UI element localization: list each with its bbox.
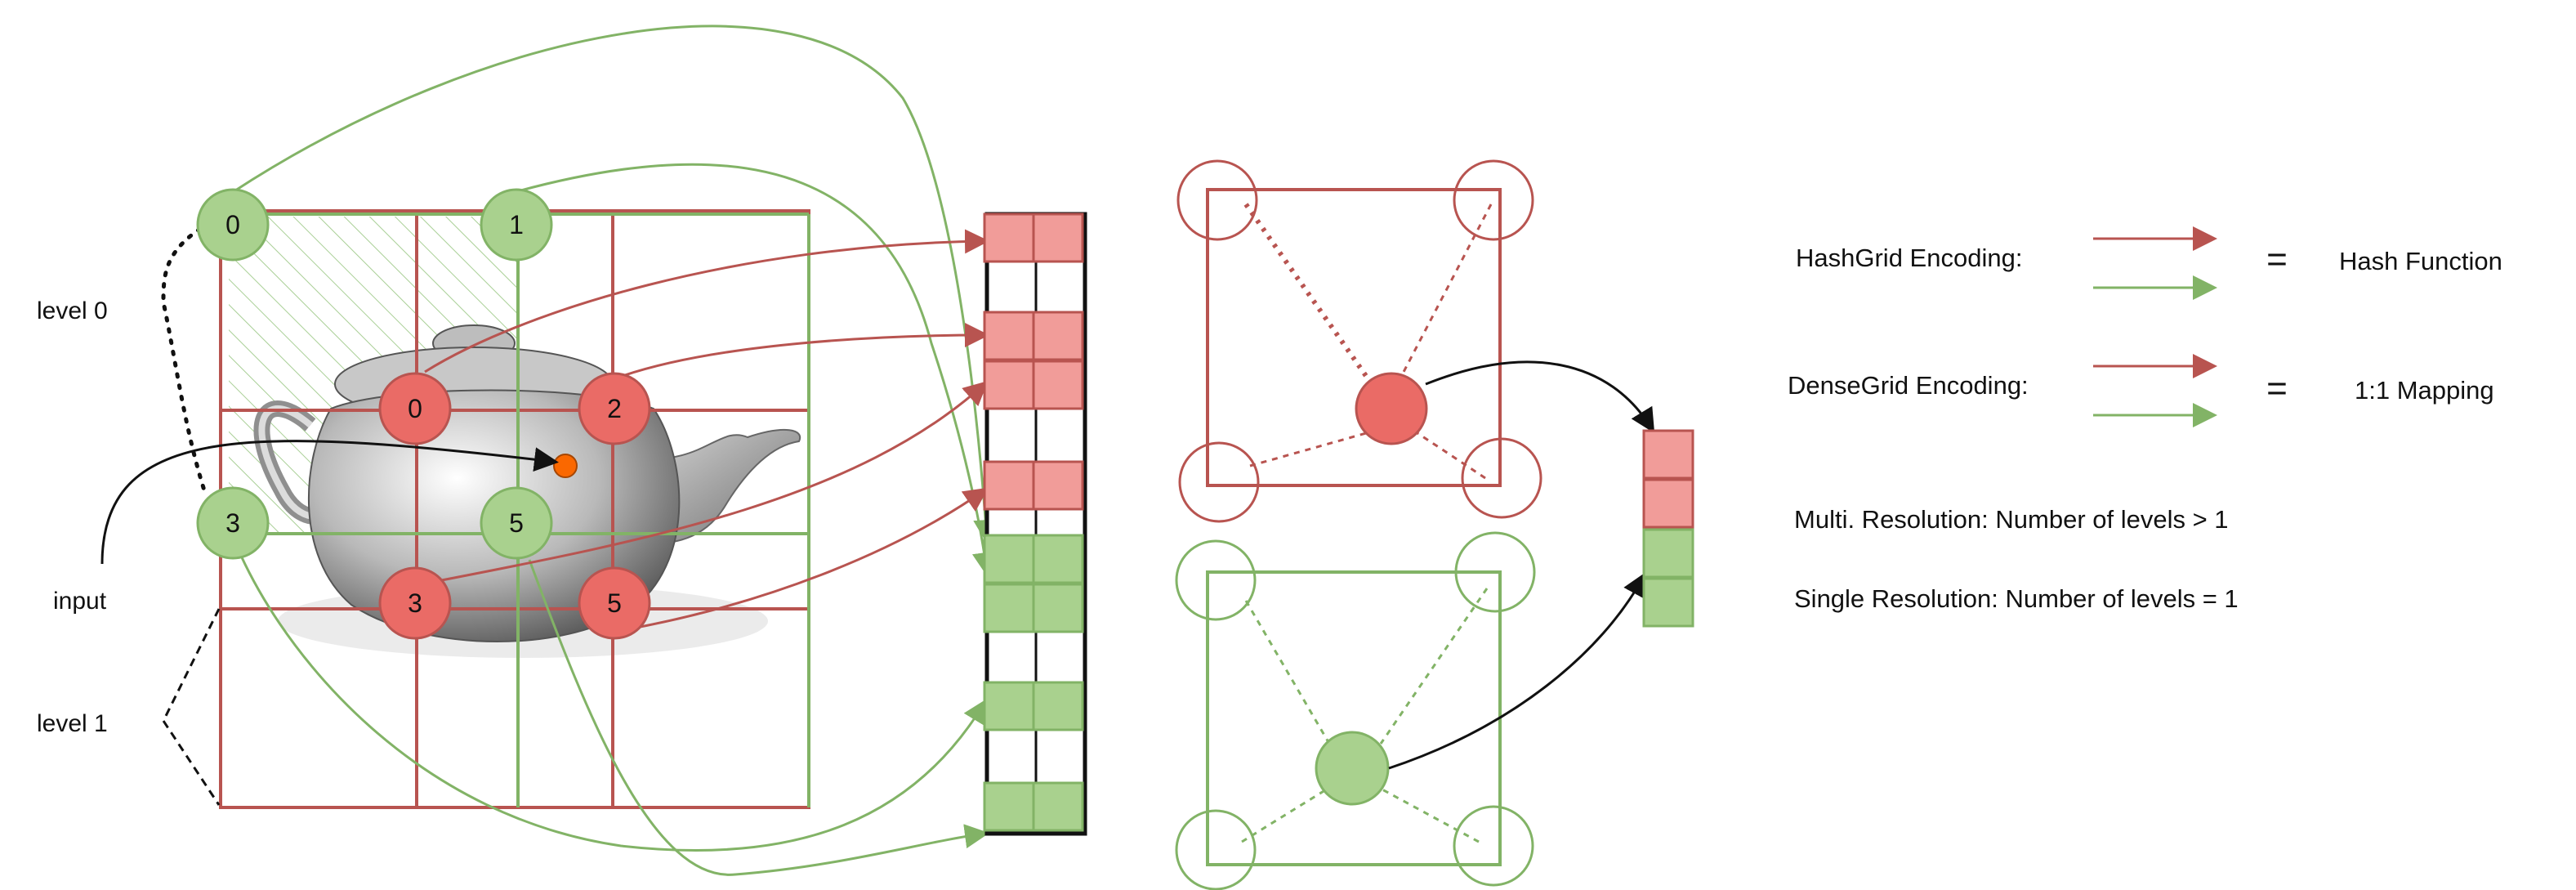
red-node-2: 2: [578, 372, 651, 445]
red-node-3: 3: [378, 566, 452, 640]
level-labels: level 0 level 1 input: [37, 226, 559, 806]
svg-text:5: 5: [607, 588, 622, 618]
feature-table: [983, 212, 1087, 836]
red-arrows: [424, 229, 989, 631]
svg-text:2: 2: [607, 394, 622, 423]
green-node-3: 3: [196, 486, 270, 560]
interp-green-center: [1315, 731, 1390, 806]
multi-resolution-note: Multi. Resolution: Number of levels > 1: [1794, 505, 2229, 534]
red-node-5: 5: [578, 566, 651, 640]
level1-nodes: 0 2 3 5: [378, 372, 651, 640]
densegrid-label: DenseGrid Encoding:: [1788, 371, 2029, 400]
output-arrows: [1388, 360, 1655, 770]
hashgrid-label: HashGrid Encoding:: [1796, 244, 2022, 272]
green-node-1: 1: [480, 188, 553, 262]
input-label: input: [53, 588, 107, 615]
hashgrid-result: Hash Function: [2339, 247, 2502, 275]
svg-text:0: 0: [408, 394, 422, 423]
level0-label: level 0: [37, 297, 108, 324]
level0-nodes: 0 1 3 5: [196, 188, 553, 560]
svg-text:5: 5: [509, 508, 524, 538]
query-point-icon: [553, 454, 578, 478]
interp-green: [1175, 531, 1536, 890]
densegrid-equals: =: [2266, 369, 2288, 409]
legend: HashGrid Encoding: = Hash Function Dense…: [1788, 226, 2502, 613]
svg-text:0: 0: [225, 210, 240, 239]
svg-text:3: 3: [225, 508, 240, 538]
level1-label: level 1: [37, 710, 108, 737]
svg-text:3: 3: [408, 588, 422, 618]
red-node-0: 0: [378, 372, 452, 445]
red-feature-cells: [983, 212, 1084, 511]
hashgrid-equals: =: [2266, 239, 2288, 280]
single-resolution-note: Single Resolution: Number of levels = 1: [1794, 584, 2239, 613]
interp-red: [1176, 159, 1542, 523]
green-node-0: 0: [196, 188, 270, 262]
interp-red-center: [1355, 372, 1428, 445]
green-node-5: 5: [480, 486, 553, 560]
svg-text:1: 1: [509, 210, 524, 239]
output-vector: [1642, 429, 1694, 628]
densegrid-result: 1:1 Mapping: [2355, 376, 2494, 405]
input-arrow: [100, 440, 559, 565]
green-feature-cells: [983, 534, 1084, 832]
